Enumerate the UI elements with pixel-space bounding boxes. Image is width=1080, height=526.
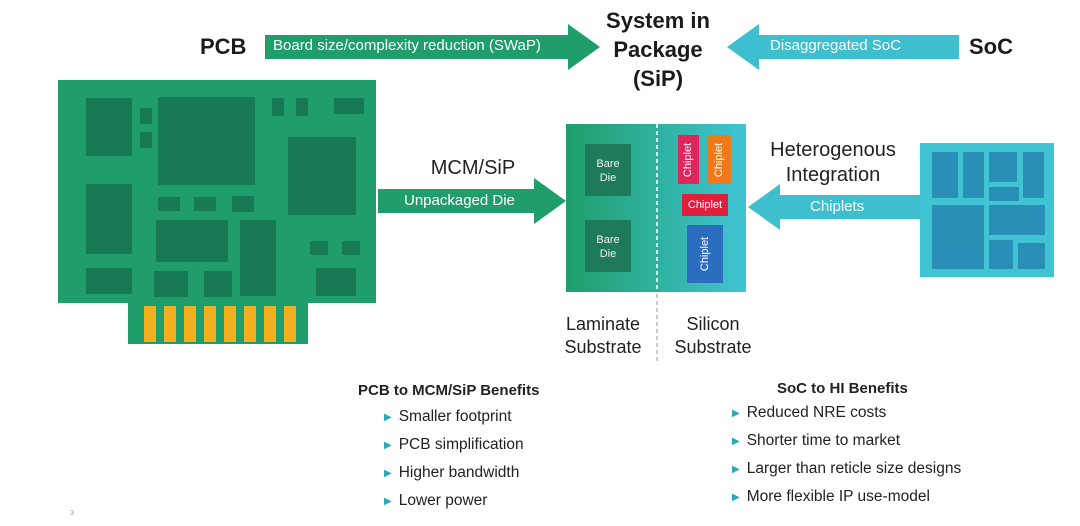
substrate-divider-extension [656,294,658,364]
sip-title: System in Package (SiP) [590,6,726,93]
pcb-benefits: PCB to MCM/SiP Benefits ▶ Smaller footpri… [358,382,598,515]
benefit-text: Reduced NRE costs [746,404,887,421]
laminate-line-1: Laminate [565,314,641,334]
laminate-substrate-label: Laminate Substrate [553,313,653,359]
silicon-substrate-label: Silicon Substrate [663,313,763,359]
unpackaged-die-arrow [378,178,566,224]
benefit-text: Larger than reticle size designs [746,460,962,477]
chiplets-arrow [748,184,920,230]
laminate-line-2: Substrate [564,337,642,357]
list-item: ▶ PCB simplification [384,431,598,459]
triangle-bullet-icon: ▶ [384,440,392,451]
list-item: ▶ Higher bandwidth [384,459,598,487]
hetero-title-line-1: Heterogenous [770,139,896,161]
triangle-bullet-icon: ▶ [732,408,740,419]
soc-blocks [932,152,1045,269]
bare-die-2 [585,220,631,272]
bare-die-1 [585,144,631,196]
pcb-board-graphic [58,80,376,344]
chiplet-pink-label-box: Chiplet [678,135,699,184]
triangle-bullet-icon: ▶ [384,412,392,423]
list-item: ▶ Lower power [384,487,598,515]
chiplet-blue-label: Chiplet [699,236,711,272]
sip-package [566,124,746,292]
benefit-text: Lower power [398,492,488,509]
soc-chip-graphic [920,143,1054,277]
soc-benefits-title: SoC to HI Benefits [777,380,908,397]
benefit-text: More flexible IP use-model [746,488,930,505]
list-item: ▶ Reduced NRE costs [732,399,1032,427]
chiplet-orange-label: Chiplet [713,142,726,177]
list-item: ▶ Smaller footprint [384,403,598,431]
pcb-label: PCB [200,34,247,59]
chiplet-orange-label-box: Chiplet [708,135,731,184]
chiplet-red [682,194,728,216]
chiplet-pink [678,135,699,184]
silicon-line-1: Silicon [686,314,740,334]
chiplet-red-label: Chiplet [687,199,723,211]
triangle-bullet-icon: ▶ [384,468,392,479]
hetero-title-line-2: Integration [785,164,881,186]
pcb-gold-pins [144,306,296,342]
chiplet-red-label-box: Chiplet [682,194,728,216]
pcb-benefits-list: ▶ Smaller footprint ▶ PCB simplification ▶… [384,403,598,515]
triangle-bullet-icon: ▶ [384,496,392,507]
page-number: 3 [70,510,74,517]
list-item: ▶ More flexible IP use-model [732,483,1032,511]
bare-die-1-label-line-2: Die [599,172,617,184]
bare-die-1-label: Bare Die [585,157,631,185]
bare-die-2-label-line-1: Bare [596,234,620,246]
triangle-bullet-icon: ▶ [732,464,740,475]
bare-die-2-label: Bare Die [585,233,631,261]
sip-title-line-2: Package [613,37,703,62]
bare-die-2-label-line-2: Die [599,248,617,260]
silicon-line-2: Substrate [674,337,752,357]
chiplet-blue [687,225,723,283]
list-item: ▶ Larger than reticle size designs [732,455,1032,483]
soc-label: SoC [969,34,1013,59]
chiplet-blue-label-box: Chiplet [687,225,723,283]
disaggregated-soc-arrow [727,24,959,70]
chiplet-orange [708,135,731,184]
sip-title-line-3: (SiP) [632,66,684,91]
disaggregated-soc-arrow-label: Disaggregated SoC [770,37,901,54]
unpackaged-die-arrow-label: Unpackaged Die [404,192,515,209]
benefit-text: PCB simplification [398,436,524,453]
pcb-components [86,97,364,297]
benefit-text: Smaller footprint [398,408,512,425]
soc-benefits-list: ▶ Reduced NRE costs ▶ Shorter time to mark… [732,399,1032,511]
benefit-text: Shorter time to market [746,432,901,449]
bare-die-1-label-line-1: Bare [596,158,620,170]
board-size-arrow-label: Board size/complexity reduction (SWaP) [273,37,541,54]
triangle-bullet-icon: ▶ [732,436,740,447]
triangle-bullet-icon: ▶ [732,492,740,503]
list-item: ▶ Shorter time to market [732,427,1032,455]
pcb-benefits-title: PCB to MCM/SiP Benefits [358,382,540,399]
chiplet-pink-label: Chiplet [682,142,695,177]
hetero-title: Heterogenous Integration [748,138,918,188]
board-size-arrow [265,24,600,70]
soc-benefits: SoC to HI Benefits ▶ Reduced NRE costs ▶ S… [732,380,1032,511]
mcm-sip-title: MCM/SiP [430,157,516,179]
chiplets-arrow-label: Chiplets [810,198,865,215]
benefit-text: Higher bandwidth [398,464,520,481]
sip-title-line-1: System in [606,8,710,33]
